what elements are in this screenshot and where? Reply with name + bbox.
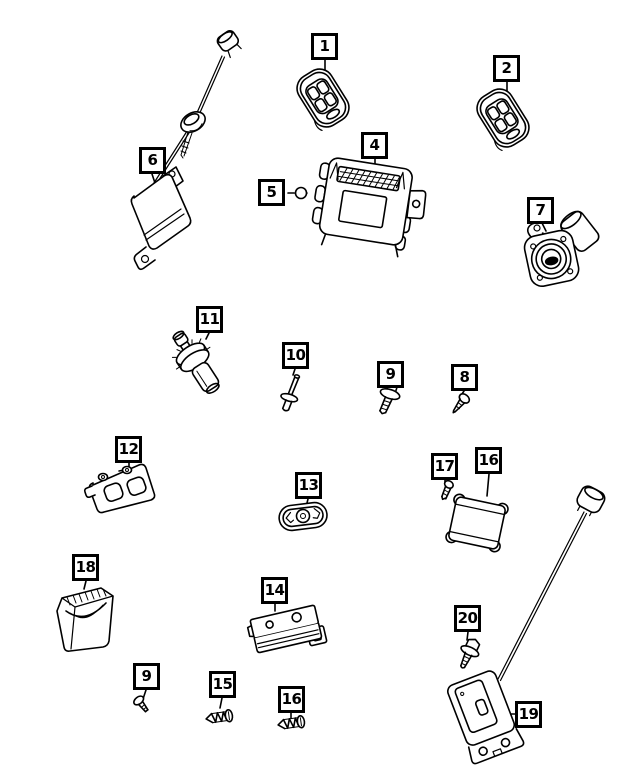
callout-label-12: 12	[118, 440, 139, 458]
callout-box-4[interactable]: 4	[361, 132, 388, 159]
bracket-12-drawing	[83, 463, 156, 514]
callout-label-2: 2	[501, 59, 512, 77]
callout-box-5[interactable]: 5	[258, 179, 285, 206]
callout-label-17: 17	[434, 457, 455, 475]
module-4-drawing	[311, 157, 427, 258]
callout-label-19: 19	[518, 705, 539, 723]
callout-box-17[interactable]: 17	[431, 453, 458, 480]
callout-box-10[interactable]: 10	[282, 342, 309, 369]
screw-8-drawing	[452, 393, 471, 414]
callout-label-13: 13	[298, 476, 319, 494]
screw-9-bottom-drawing	[133, 695, 149, 713]
callout-box-11[interactable]: 11	[196, 306, 223, 333]
callout-box-7[interactable]: 7	[527, 197, 554, 224]
module-16-drawing	[445, 493, 509, 553]
callout-label-9-top: 9	[385, 365, 396, 383]
callout-box-15[interactable]: 15	[209, 671, 236, 698]
callout-box-14[interactable]: 14	[261, 577, 288, 604]
callout-label-16-module: 16	[478, 451, 499, 469]
callout-box-6[interactable]: 6	[139, 147, 166, 174]
key-fob-1-drawing	[289, 62, 356, 134]
callout-box-18[interactable]: 18	[72, 554, 99, 581]
callout-box-1[interactable]: 1	[311, 33, 338, 60]
screw-17-drawing	[441, 479, 454, 501]
pin-10-drawing	[280, 374, 301, 412]
screw-5-drawing	[294, 186, 308, 200]
bolt-20-drawing	[460, 638, 481, 669]
callout-box-2[interactable]: 2	[493, 55, 520, 82]
callout-label-10: 10	[285, 346, 306, 364]
callout-box-9-bottom[interactable]: 9	[133, 663, 160, 690]
callout-label-16-screw: 16	[281, 690, 302, 708]
actuator-11-drawing	[171, 330, 220, 394]
callout-label-11: 11	[199, 310, 220, 328]
callout-label-5: 5	[266, 183, 277, 201]
callout-box-20[interactable]: 20	[454, 605, 481, 632]
callout-label-14: 14	[264, 581, 285, 599]
callout-label-6: 6	[147, 151, 158, 169]
ignition-switch-7-drawing	[523, 210, 600, 287]
callout-box-9-top[interactable]: 9	[377, 361, 404, 388]
key-fob-2-drawing	[469, 82, 536, 154]
callout-label-7: 7	[535, 201, 546, 219]
callout-label-8: 8	[459, 368, 470, 386]
callout-label-4: 4	[369, 136, 380, 154]
callout-label-1: 1	[319, 37, 330, 55]
antenna-19-drawing	[447, 485, 606, 765]
callout-label-15: 15	[212, 675, 233, 693]
callout-box-13[interactable]: 13	[295, 472, 322, 499]
callout-box-16-module[interactable]: 16	[475, 447, 502, 474]
callout-label-9-bottom: 9	[141, 667, 152, 685]
antenna-module-6-drawing	[130, 30, 242, 271]
callout-box-16-screw[interactable]: 16	[278, 686, 305, 713]
callout-label-18: 18	[75, 558, 96, 576]
siren-18-drawing	[56, 587, 114, 652]
callout-box-19[interactable]: 19	[515, 701, 542, 728]
bracket-14-drawing	[246, 604, 328, 654]
callout-label-20: 20	[457, 609, 478, 627]
screw-15-drawing	[204, 708, 235, 726]
callout-box-8[interactable]: 8	[451, 364, 478, 391]
transmitter-13-drawing	[278, 501, 328, 532]
callout-box-12[interactable]: 12	[115, 436, 142, 463]
